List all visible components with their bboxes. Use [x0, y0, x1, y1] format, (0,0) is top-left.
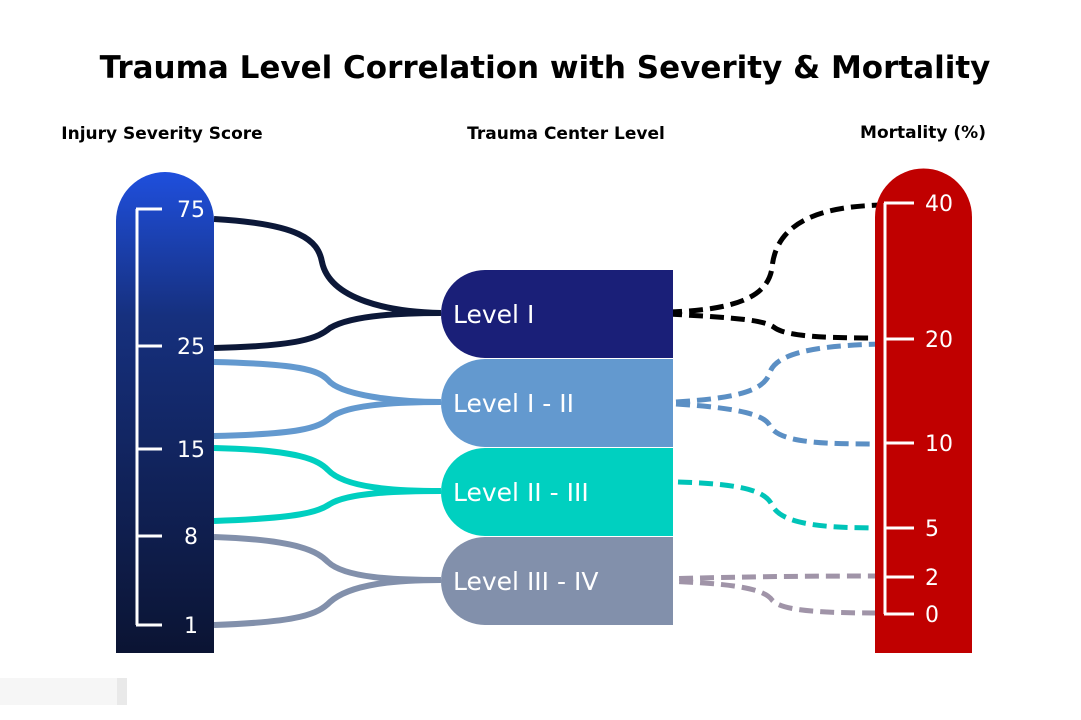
- level-node-shape: [441, 448, 673, 536]
- mortality-tick-label: 0: [925, 603, 939, 628]
- corner-panel-strip: [117, 678, 127, 705]
- link-iss-25-level-1: [213, 310, 442, 351]
- link-iss-1-level-3-4: [213, 577, 442, 628]
- mortality-tick-label: 40: [925, 192, 953, 217]
- level-node-shape: [441, 270, 673, 358]
- iss-scale-bar: 75 25 15 8 1: [116, 172, 214, 653]
- link-iss-8-level-3-4: [213, 534, 442, 583]
- header-trauma-level: Trauma Center Level: [467, 124, 665, 144]
- chart-title: Trauma Level Correlation with Severity &…: [100, 50, 991, 86]
- link-level-1-mortality-20: [667, 311, 885, 341]
- iss-tick-label: 25: [177, 335, 205, 360]
- mortality-tick-label: 20: [925, 328, 953, 353]
- level-node-shape: [441, 359, 673, 447]
- level-node-level-i: Level I: [441, 270, 673, 358]
- header-mortality: Mortality (%): [860, 123, 986, 143]
- link-iss-8-level-2-3: [213, 488, 442, 524]
- mortality-tick-label: 5: [925, 517, 939, 542]
- level-node-label: Level III - IV: [453, 567, 598, 596]
- link-iss-15-level-1-2: [213, 399, 442, 439]
- mortality-tick-label: 2: [925, 566, 939, 591]
- link-level-2-3-mortality-5: [677, 479, 885, 531]
- iss-tick-label: 1: [184, 614, 198, 639]
- iss-tick-label: 75: [177, 198, 205, 223]
- level-node-label: Level I: [453, 300, 534, 329]
- level-node-level-iii-iv: Level III - IV: [441, 537, 673, 625]
- link-level-3-4-mortality-2: [657, 573, 885, 582]
- link-iss-25-level-1-2: [213, 359, 442, 405]
- level-node-label: Level I - II: [453, 389, 574, 418]
- level-node-level-ii-iii: Level II - III: [441, 448, 673, 536]
- level-node-label: Level II - III: [453, 478, 589, 507]
- link-iss-15-level-2-3: [213, 445, 442, 494]
- connections: [213, 202, 885, 628]
- link-level-3-4-mortality-0: [657, 578, 885, 616]
- trauma-level-nodes: Level I Level I - II Level II - III Level I…: [441, 270, 673, 625]
- link-level-1-2-mortality-10: [675, 401, 885, 447]
- mortality-tick-label: 10: [925, 432, 953, 457]
- link-level-1-mortality-40: [667, 202, 885, 315]
- iss-bar: [116, 172, 214, 653]
- link-level-1-2-mortality-20: [675, 341, 885, 405]
- level-node-shape: [441, 537, 673, 625]
- iss-tick-label: 15: [177, 438, 205, 463]
- iss-tick-label: 8: [184, 525, 198, 550]
- header-injury-severity: Injury Severity Score: [61, 124, 262, 144]
- corner-panel: [0, 678, 127, 705]
- level-node-level-i-ii: Level I - II: [441, 359, 673, 447]
- mortality-bar: [875, 168, 972, 653]
- link-iss-75-level-1: [213, 216, 442, 316]
- iss-ticks: 75 25 15 8 1: [136, 198, 205, 639]
